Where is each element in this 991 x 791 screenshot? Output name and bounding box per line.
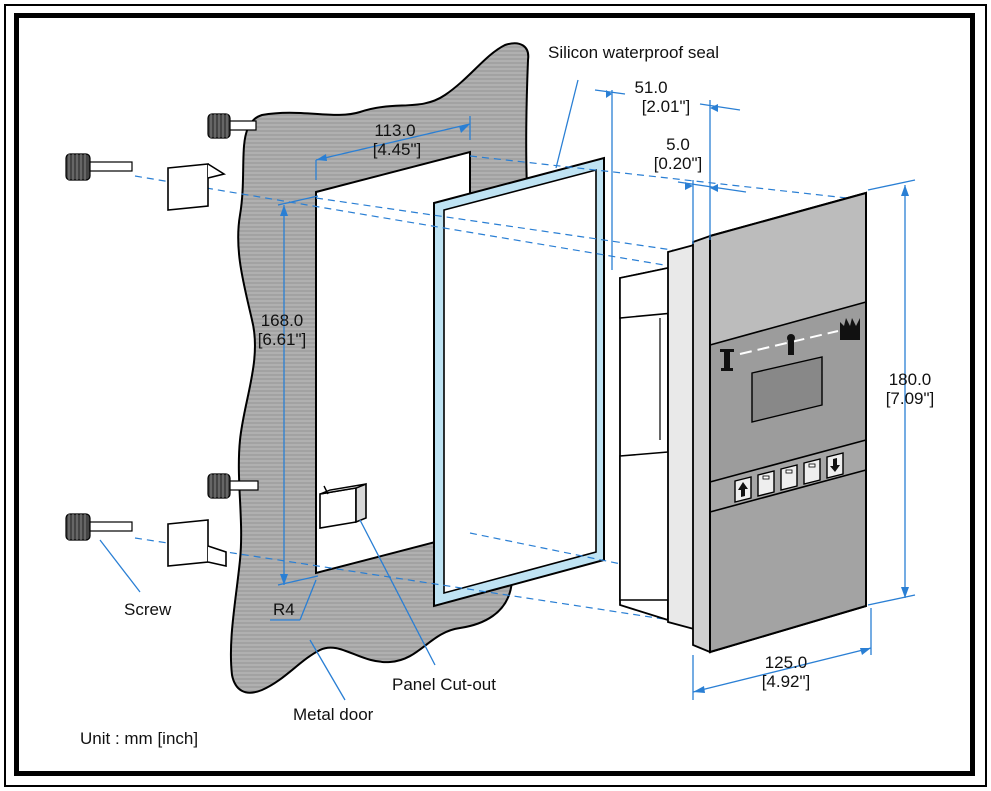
- tower-icon: [720, 349, 734, 371]
- clip-bottom: [167, 519, 227, 567]
- cutout-width-mm: 113.0: [374, 121, 415, 140]
- screw-bottom-right: [207, 473, 259, 499]
- depth-total-mm: 51.0: [634, 78, 667, 97]
- generator-icon: [787, 334, 795, 355]
- screw-top-right: [207, 113, 257, 139]
- dimension-lines: [99, 79, 916, 701]
- cutout-width-inch: [4.45"]: [373, 140, 422, 159]
- outer-frame: [4, 4, 987, 787]
- controller-unit: [619, 191, 867, 654]
- panel-cutout-label: Panel Cut-out: [392, 675, 496, 694]
- screw-label: Screw: [124, 600, 172, 619]
- height-mm: 180.0: [889, 370, 932, 389]
- cutout-height-inch: [6.61"]: [258, 330, 307, 349]
- width-inch: [4.92"]: [762, 672, 811, 691]
- bezel-depth-inch: [0.20"]: [654, 154, 703, 173]
- inner-frame: [14, 13, 975, 776]
- seal-label: Silicon waterproof seal: [548, 43, 719, 62]
- cutout-height-mm: 168.0: [261, 311, 304, 330]
- mounting-bracket: [319, 482, 367, 529]
- dimension-arrows: [280, 90, 909, 693]
- arrow-down-icon: [826, 452, 844, 479]
- arrow-up-icon: [734, 476, 752, 503]
- silicon-seal: [433, 156, 605, 608]
- led-icon: [803, 458, 821, 485]
- button-row: [734, 452, 844, 503]
- width-mm: 125.0: [765, 653, 808, 672]
- depth-total-inch: [2.01"]: [642, 97, 691, 116]
- unit-label: Unit : mm [inch]: [80, 729, 198, 748]
- clip-top: [167, 163, 227, 211]
- led-icon: [780, 464, 798, 491]
- bezel-depth-mm: 5.0: [666, 135, 690, 154]
- screw-bottom-left: [65, 513, 133, 541]
- led-icon: [757, 470, 775, 497]
- metal-door-label: Metal door: [293, 705, 374, 724]
- radius-label: R4: [273, 600, 295, 619]
- screw-top-left: [65, 153, 133, 181]
- display-window: [751, 356, 823, 423]
- height-inch: [7.09"]: [886, 389, 935, 408]
- factory-icon: [840, 318, 860, 340]
